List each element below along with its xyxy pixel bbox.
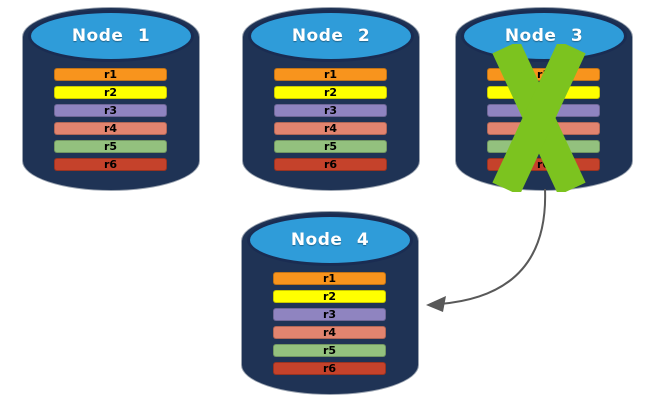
replica-row-r5: r5 (54, 140, 167, 153)
replica-row-r3: r3 (273, 308, 386, 321)
node-2-cylinder-top: Node 2 (248, 10, 414, 62)
node-4-replica-list: r1 r2 r3 r4 r5 r6 (273, 272, 386, 380)
replica-row-r5: r5 (274, 140, 387, 153)
replica-row-label: r6 (536, 158, 551, 171)
replica-row-r2: r2 (274, 86, 387, 99)
x-stroke-2 (492, 44, 586, 192)
replica-row-label: r3 (103, 104, 118, 117)
replica-row-label: r3 (322, 308, 337, 321)
replica-row-r4: r4 (274, 122, 387, 135)
replica-row-label: r1 (323, 68, 338, 81)
node-3-title: Node 3 (504, 26, 584, 46)
replica-row-r1: r1 (54, 68, 167, 81)
replica-row-r3: r3 (274, 104, 387, 117)
node-4-cylinder: Node 4 r1 r2 r3 r4 r5 r6 (241, 211, 419, 395)
replica-row-label: r4 (103, 122, 118, 135)
replica-row-r5: r5 (273, 344, 386, 357)
node-1-replica-list: r1 r2 r3 r4 r5 r6 (54, 68, 167, 176)
node-4-title: Node 4 (290, 230, 370, 250)
node-1-cylinder: Node 1 r1 r2 r3 r4 r5 r6 (22, 7, 200, 191)
replica-row-r2: r2 (54, 86, 167, 99)
replica-row-label: r5 (323, 140, 338, 153)
replica-row-label: r3 (323, 104, 338, 117)
node-4-cylinder-top: Node 4 (247, 214, 413, 266)
replica-row-r6: r6 (273, 362, 386, 375)
replica-row-label: r2 (322, 290, 337, 303)
replica-row-label: r1 (103, 68, 118, 81)
replica-row-r1: r1 (274, 68, 387, 81)
replica-row-label: r2 (323, 86, 338, 99)
replica-row-label: r4 (323, 122, 338, 135)
node-1-title: Node 1 (71, 26, 151, 46)
replica-row-label: r6 (103, 158, 118, 171)
replica-row-r3: r3 (54, 104, 167, 117)
replica-row-r4: r4 (273, 326, 386, 339)
replica-row-r1: r1 (273, 272, 386, 285)
replica-row-label: r6 (323, 158, 338, 171)
replica-row-r2: r2 (273, 290, 386, 303)
replica-row-label: r2 (103, 86, 118, 99)
replica-row-r6: r6 (274, 158, 387, 171)
failover-arrow-head (426, 296, 446, 312)
node-3-cylinder-top: Node 3 (461, 10, 627, 62)
failure-x-icon (492, 44, 586, 192)
replica-row-label: r5 (322, 344, 337, 357)
node-2-replica-list: r1 r2 r3 r4 r5 r6 (274, 68, 387, 176)
replica-row-label: r4 (322, 326, 337, 339)
replica-row-label: r5 (103, 140, 118, 153)
replica-row-r6: r6 (54, 158, 167, 171)
replica-row-r4: r4 (54, 122, 167, 135)
failover-arrow-curve (439, 188, 547, 305)
node-2-cylinder: Node 2 r1 r2 r3 r4 r5 r6 (242, 7, 420, 191)
replica-row-label: r6 (322, 362, 337, 375)
node-2-title: Node 2 (291, 26, 371, 46)
node-1-cylinder-top: Node 1 (28, 10, 194, 62)
replica-row-label: r1 (322, 272, 337, 285)
